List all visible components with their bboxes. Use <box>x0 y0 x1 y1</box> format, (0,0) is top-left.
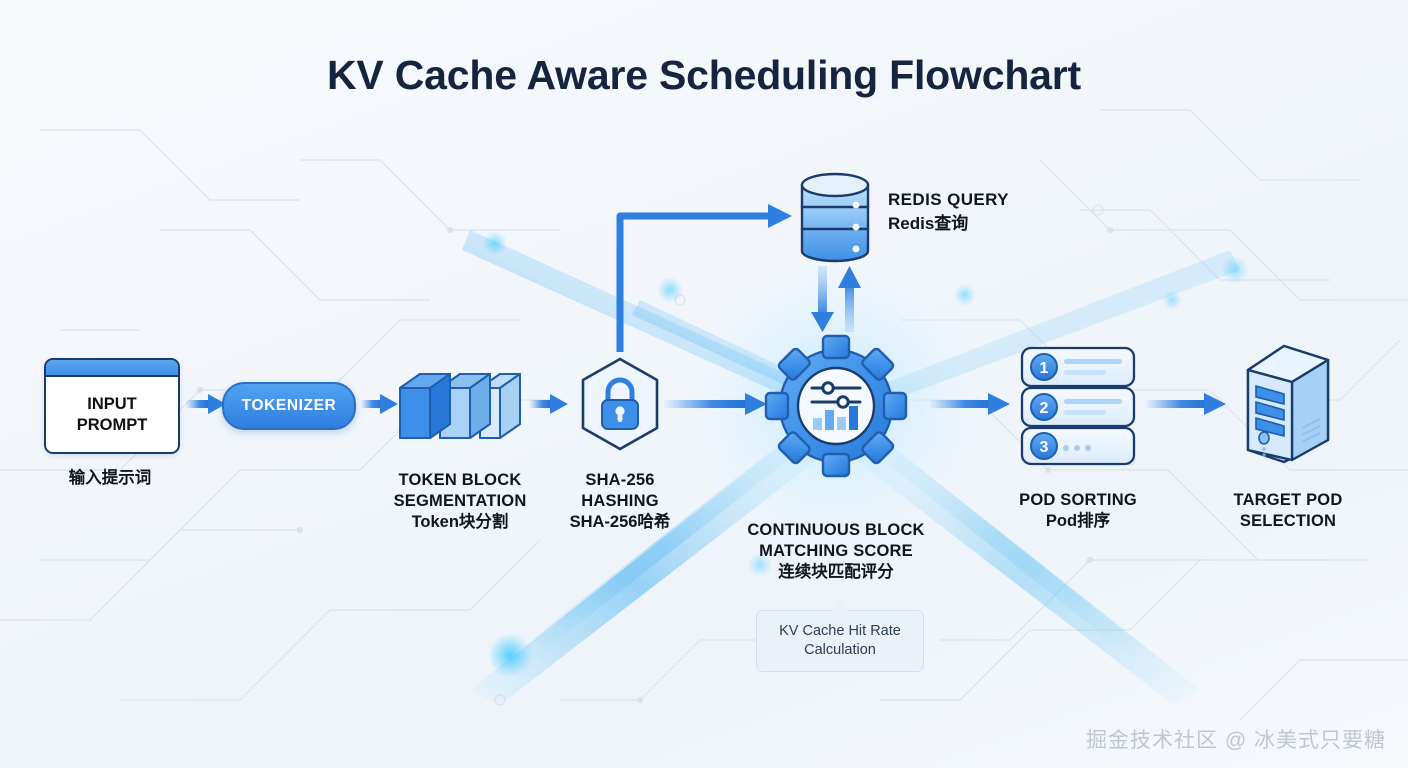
caption-target-pod: TARGET POD SELECTION <box>1208 490 1368 532</box>
arrow-redis-response-up <box>838 266 861 332</box>
kv-tooltip-line2: Calculation <box>804 642 876 659</box>
node-continuous-block-matching-score[interactable] <box>762 332 910 485</box>
caption-redis: REDIS QUERY Redis查询 <box>888 188 1009 236</box>
hexagon-lock-icon <box>581 357 659 451</box>
input-prompt-caption-zh: 输入提示词 <box>68 469 152 487</box>
pod-card-2: 2 <box>1020 386 1136 428</box>
input-prompt-line2: PROMPT <box>76 415 148 434</box>
elbow-arrow-sha256-to-redis <box>616 204 792 352</box>
arrow-blocks-to-sha256 <box>530 394 568 414</box>
page-title: KV Cache Aware Scheduling Flowchart <box>327 52 1081 98</box>
node-token-block-segmentation[interactable] <box>396 366 524 453</box>
token-block-caption-en-1: TOKEN BLOCK <box>398 471 522 489</box>
arrow-prompt-to-tokenizer <box>186 394 226 414</box>
token-block-caption-zh: Token块分割 <box>411 513 509 532</box>
caption-token-block: TOKEN BLOCK SEGMENTATION Token块分割 <box>370 470 550 533</box>
sha256-caption-en-1: SHA-256 <box>585 471 655 489</box>
node-input-prompt[interactable]: INPUT PROMPT <box>44 358 180 454</box>
pod-card-3: 3 <box>1020 426 1136 466</box>
pod-sorting-caption-zh: Pod排序 <box>1045 512 1111 531</box>
arrow-redis-query-down <box>811 266 834 332</box>
kv-cache-hit-rate-tooltip: KV Cache Hit Rate Calculation <box>756 602 924 673</box>
caption-scoring: CONTINUOUS BLOCK MATCHING SCORE 连续块匹配评分 <box>716 520 956 583</box>
caption-input-prompt: 输入提示词 <box>20 468 200 489</box>
node-target-pod-selection[interactable] <box>1240 342 1336 471</box>
cube-stack-icon <box>399 373 521 439</box>
target-pod-caption-en-1: TARGET POD <box>1233 491 1343 509</box>
node-sha256-hashing[interactable] <box>578 356 662 457</box>
watermark: 掘金技术社区 @ 冰美式只要糖 <box>1086 729 1386 752</box>
node-tokenizer[interactable]: TOKENIZER <box>222 382 356 430</box>
scoring-caption-en-2: MATCHING SCORE <box>759 542 913 561</box>
svg-text:3: 3 <box>1040 439 1049 456</box>
scoring-caption-zh: 连续块匹配评分 <box>778 563 894 582</box>
gear-analytics-icon <box>764 334 908 478</box>
tokenizer-pill[interactable]: TOKENIZER <box>222 382 356 430</box>
sha256-caption-en-2: HASHING <box>581 492 659 511</box>
input-prompt-body: INPUT PROMPT <box>46 377 178 452</box>
caption-sha256: SHA-256 HASHING SHA-256哈希 <box>540 470 700 533</box>
svg-text:1: 1 <box>1040 360 1049 377</box>
target-pod-caption-en-2: SELECTION <box>1239 512 1337 531</box>
kv-tooltip-line1: KV Cache Hit Rate <box>779 623 901 639</box>
arrow-sha256-to-scoring <box>664 393 767 415</box>
input-prompt-card[interactable]: INPUT PROMPT <box>44 358 180 454</box>
node-redis-query[interactable] <box>796 163 874 273</box>
node-pod-sorting[interactable]: 1 2 3 <box>1016 344 1140 473</box>
redis-label-en: REDIS QUERY <box>888 190 1009 209</box>
database-cylinder-icon <box>800 172 870 263</box>
sha256-caption-zh: SHA-256哈希 <box>569 513 671 532</box>
redis-label-zh: Redis查询 <box>888 214 969 234</box>
input-prompt-line1: INPUT <box>87 394 137 413</box>
server-tower-icon <box>1246 344 1330 464</box>
caption-pod-sorting: POD SORTING Pod排序 <box>990 490 1166 532</box>
token-block-caption-en-2: SEGMENTATION <box>393 492 527 511</box>
svg-text:2: 2 <box>1040 400 1049 417</box>
pod-sorting-caption-en: POD SORTING <box>1019 491 1137 509</box>
card-title-bar <box>46 360 178 377</box>
arrow-pods-to-target <box>1146 393 1226 415</box>
pod-card-1: 1 <box>1020 346 1136 388</box>
arrow-scoring-to-pods <box>930 393 1010 415</box>
arrow-tokenizer-to-blocks <box>361 394 398 414</box>
scoring-caption-en-1: CONTINUOUS BLOCK <box>747 521 925 539</box>
stacked-cards-icon: 1 2 3 <box>1020 346 1136 466</box>
